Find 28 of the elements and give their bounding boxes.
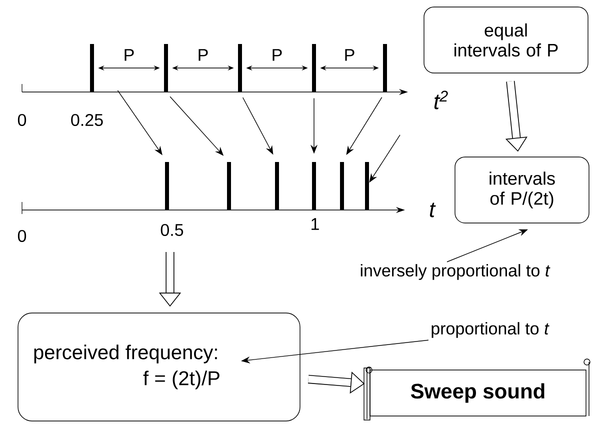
axis-label: t (430, 202, 436, 218)
bar (90, 44, 94, 92)
edge-label: P (196, 48, 210, 62)
bar (312, 162, 316, 210)
edge-label: P (270, 48, 284, 62)
axis-label: 0 (18, 114, 26, 126)
axis-label: t$^{2}$ (434, 90, 448, 110)
axis-label: 0.25 (71, 114, 103, 126)
text-box: perceived frequency: f = (2t)/P (18, 312, 300, 422)
axis-label: 0 (18, 230, 26, 242)
edge-label: P (342, 48, 356, 62)
note-text: inversely proportional to t (360, 264, 550, 280)
scroll-banner: Sweep sound (364, 358, 590, 420)
axis-label: 0.5 (160, 224, 184, 236)
bar (312, 44, 316, 92)
bar (164, 44, 168, 92)
arrow (346, 96, 382, 155)
bar (227, 162, 231, 210)
note-text: proportional to t (432, 322, 550, 338)
edge-label: P (122, 48, 136, 62)
bar (383, 44, 387, 92)
bar (238, 44, 242, 92)
bar (275, 162, 279, 210)
text-box: intervals of P/(2t) (454, 156, 590, 224)
text-box: equal intervals of P (424, 6, 588, 74)
bar (340, 162, 344, 210)
axis-label: 1 (312, 218, 319, 230)
bar (165, 162, 169, 210)
